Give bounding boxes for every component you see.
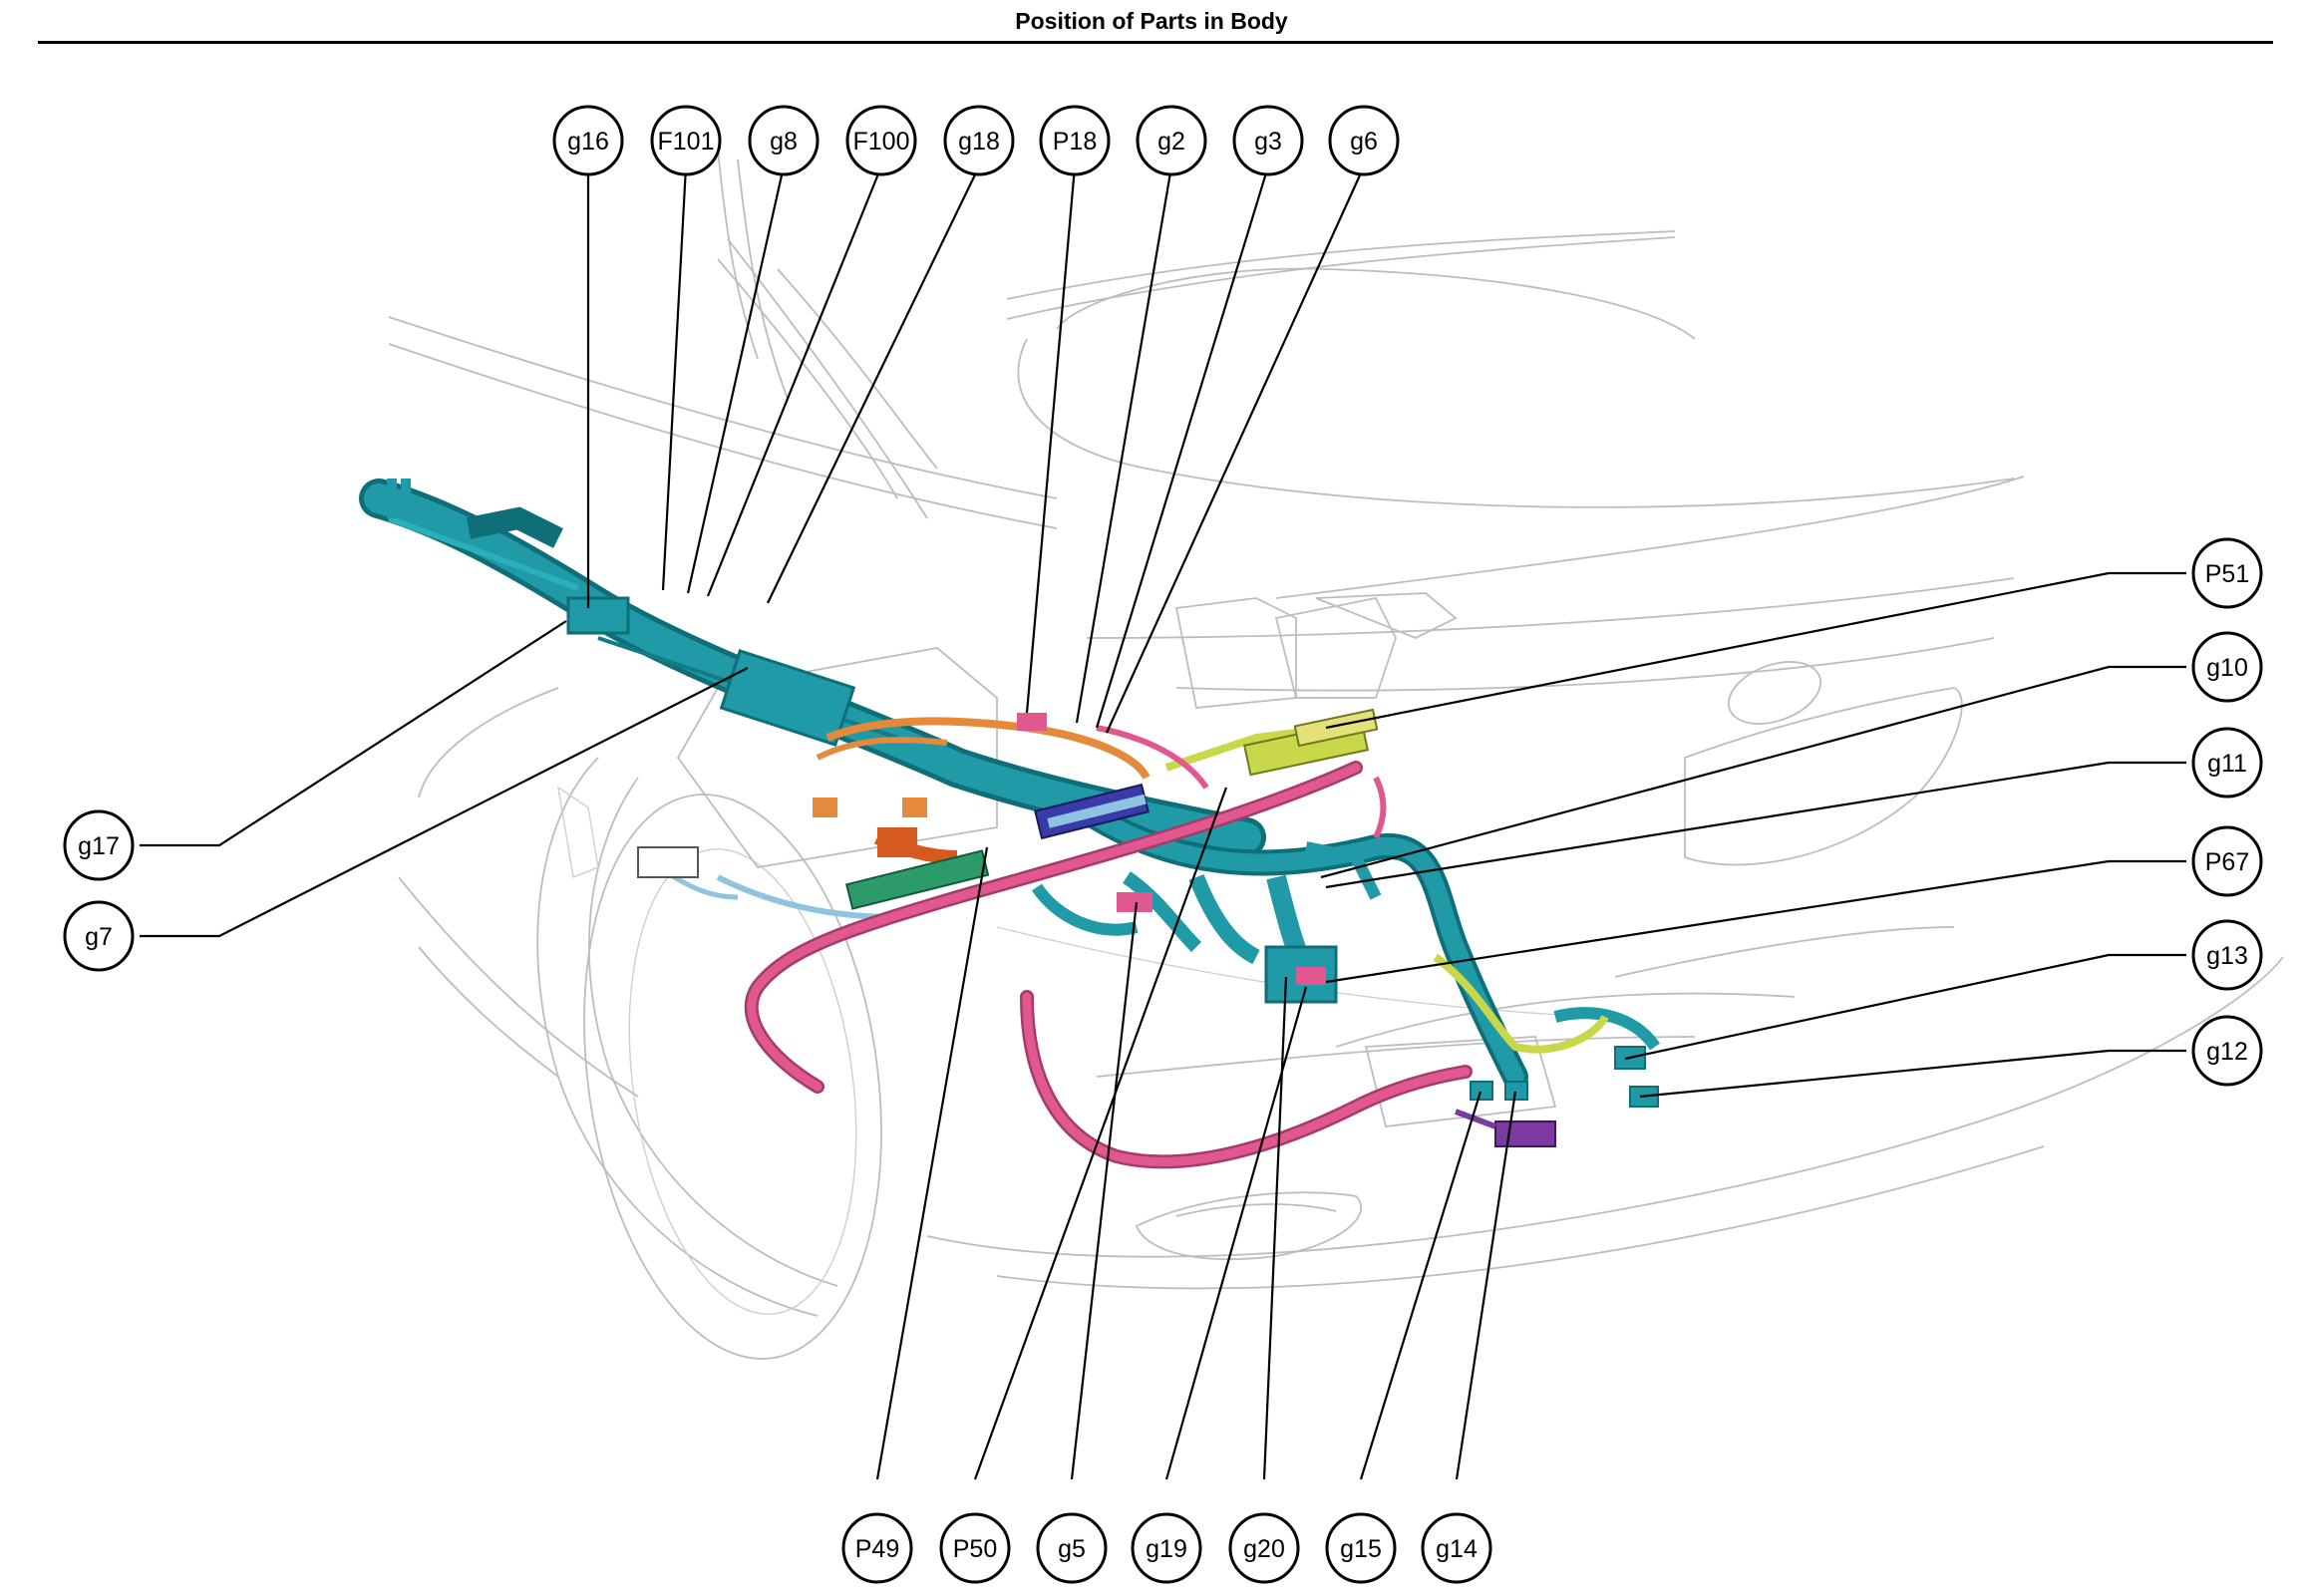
svg-text:g11: g11 <box>2207 750 2247 778</box>
car-body-outline <box>388 149 2284 1360</box>
svg-text:F101: F101 <box>658 128 715 156</box>
callout-g7[interactable]: g7 <box>63 900 135 972</box>
callout-g11[interactable]: g11 <box>2191 727 2263 798</box>
svg-text:g5: g5 <box>1058 1535 1086 1563</box>
callout-P18[interactable]: P18 <box>1039 105 1111 176</box>
callout-P49[interactable]: P49 <box>841 1512 913 1584</box>
svg-text:P67: P67 <box>2205 848 2249 876</box>
page-title: Position of Parts in Body <box>1015 8 1288 34</box>
harness-orange <box>813 717 1151 864</box>
callout-F100[interactable]: F100 <box>845 105 917 176</box>
harness-blue-connectors <box>636 783 1150 920</box>
callout-g12[interactable]: g12 <box>2191 1015 2263 1087</box>
callout-g18[interactable]: g18 <box>943 105 1015 176</box>
callout-g19[interactable]: g19 <box>1131 1512 1202 1584</box>
callout-g20[interactable]: g20 <box>1228 1512 1300 1584</box>
svg-text:g17: g17 <box>78 832 120 860</box>
harness-main-teal <box>359 479 1660 1108</box>
callout-g10[interactable]: g10 <box>2191 631 2263 703</box>
svg-text:P50: P50 <box>953 1535 997 1563</box>
callout-P51[interactable]: P51 <box>2191 537 2263 609</box>
callout-P50[interactable]: P50 <box>939 1512 1011 1584</box>
harness-yellow-green <box>1164 708 1609 1054</box>
svg-text:g2: g2 <box>1157 128 1185 156</box>
svg-text:g20: g20 <box>1243 1535 1285 1563</box>
svg-text:g8: g8 <box>770 128 798 156</box>
callout-g6[interactable]: g6 <box>1328 105 1400 176</box>
leader-lines <box>140 165 2186 1480</box>
callout-P67[interactable]: P67 <box>2191 825 2263 897</box>
callout-g17[interactable]: g17 <box>63 809 135 881</box>
callout-g3[interactable]: g3 <box>1232 105 1304 176</box>
callout-F101[interactable]: F101 <box>650 105 722 176</box>
svg-text:g15: g15 <box>1340 1535 1382 1563</box>
svg-text:g16: g16 <box>567 128 609 156</box>
title-rule <box>38 41 2273 44</box>
callout-g16[interactable]: g16 <box>552 105 624 176</box>
callout-g13[interactable]: g13 <box>2191 919 2263 991</box>
callout-g15[interactable]: g15 <box>1325 1512 1397 1584</box>
harness-pink <box>744 713 1473 1169</box>
harness-purple <box>1454 1109 1556 1147</box>
svg-text:g14: g14 <box>1436 1535 1478 1563</box>
callout-g8[interactable]: g8 <box>748 105 820 176</box>
svg-text:g10: g10 <box>2206 654 2248 682</box>
callout-g2[interactable]: g2 <box>1136 105 1207 176</box>
svg-text:g19: g19 <box>1146 1535 1187 1563</box>
svg-text:g7: g7 <box>85 923 113 951</box>
svg-text:g18: g18 <box>958 128 1000 156</box>
svg-text:P18: P18 <box>1053 128 1097 156</box>
svg-text:P49: P49 <box>855 1535 899 1563</box>
svg-text:F100: F100 <box>853 128 910 156</box>
svg-text:g12: g12 <box>2206 1038 2248 1066</box>
callout-g5[interactable]: g5 <box>1036 1512 1108 1584</box>
callout-g14[interactable]: g14 <box>1421 1512 1492 1584</box>
svg-text:g13: g13 <box>2206 942 2248 970</box>
svg-text:g6: g6 <box>1350 128 1378 156</box>
svg-text:P51: P51 <box>2205 560 2249 588</box>
svg-text:g3: g3 <box>1254 128 1282 156</box>
